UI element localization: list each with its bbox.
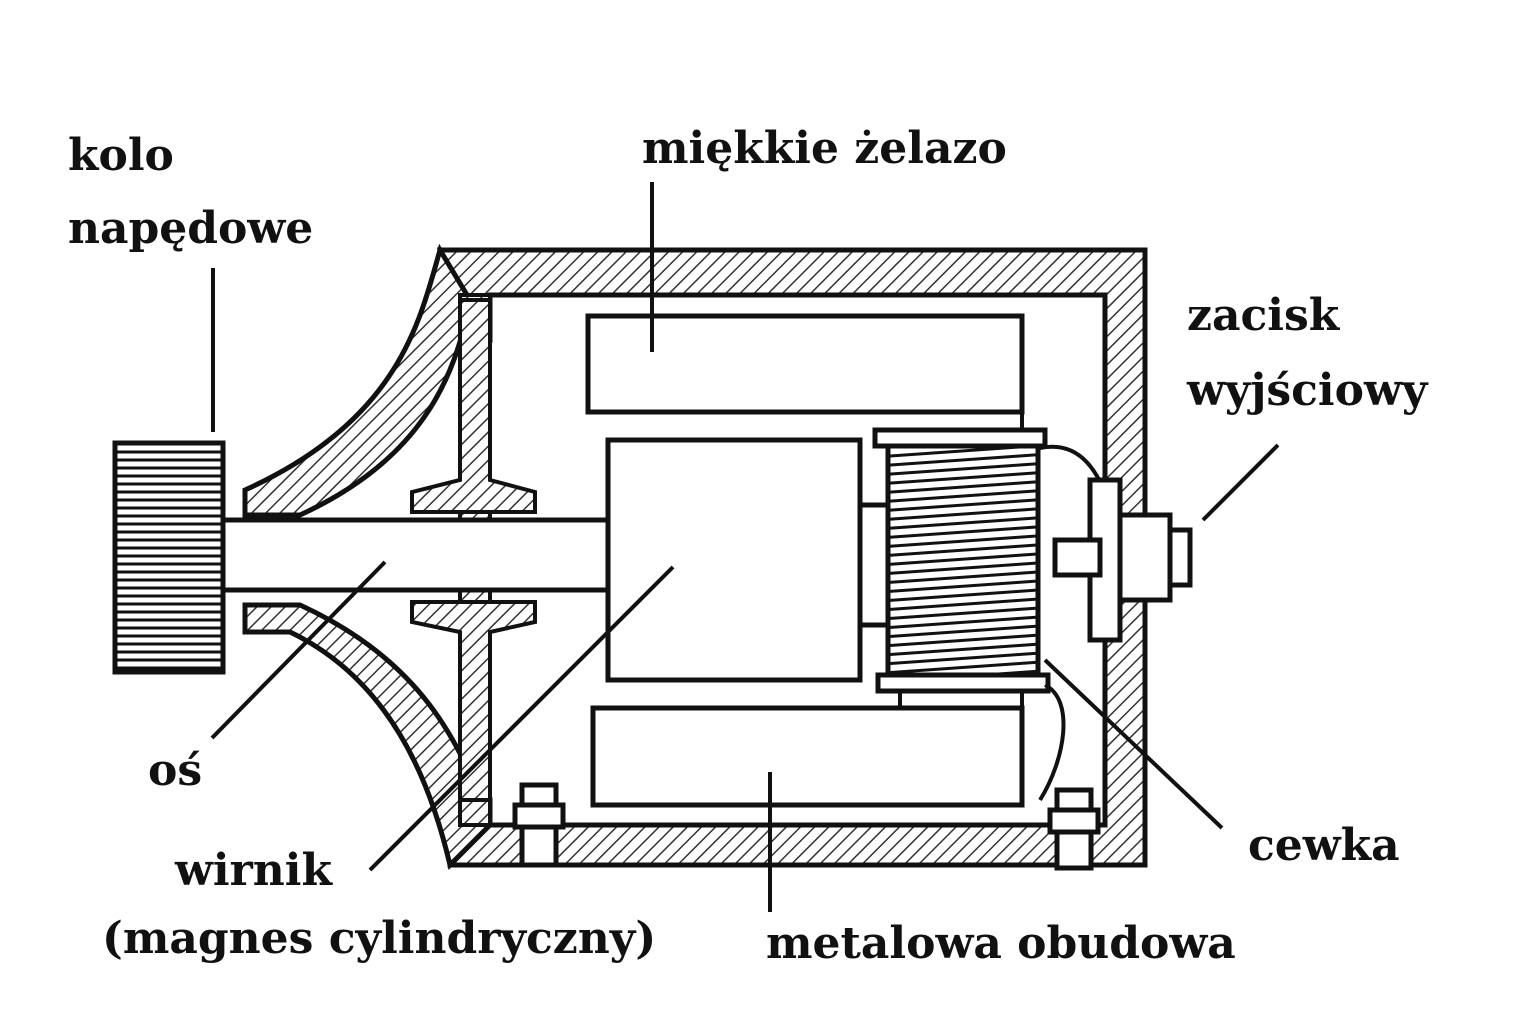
- label-output-terminal-2: wyjściowy: [1186, 365, 1429, 416]
- output-terminal: [1052, 477, 1193, 643]
- soft-iron-top: [585, 313, 1025, 415]
- bearing-bottom: [410, 600, 537, 802]
- soft-iron-bottom: [590, 705, 1025, 808]
- foot-bolt-right: [1047, 787, 1101, 871]
- leader-axle: [210, 560, 387, 740]
- rotor-stub: [857, 502, 891, 628]
- drive-wheel: [112, 440, 226, 675]
- label-drive-wheel-1: kolo: [68, 130, 174, 181]
- rotor-magnet: [605, 437, 863, 683]
- coil: [872, 427, 1117, 802]
- axle-shaft: [219, 517, 613, 593]
- label-output-terminal-1: zacisk: [1187, 290, 1341, 341]
- label-soft-iron: miękkie żelazo: [642, 123, 1007, 174]
- label-rotor-1: wirnik: [174, 845, 333, 896]
- label-coil: cewka: [1248, 820, 1400, 871]
- foot-bolt-left: [512, 782, 566, 868]
- label-metal-housing: metalowa obudowa: [766, 918, 1236, 969]
- leader-output-terminal: [1201, 443, 1280, 522]
- label-drive-wheel-2: napędowe: [68, 203, 313, 254]
- leader-coil: [1043, 658, 1224, 830]
- bearing-top: [410, 298, 537, 514]
- leader-lines: [210, 182, 1280, 912]
- label-axle: oś: [148, 745, 202, 796]
- label-rotor-2: (magnes cylindryczny): [102, 913, 656, 964]
- leader-rotor: [368, 565, 675, 872]
